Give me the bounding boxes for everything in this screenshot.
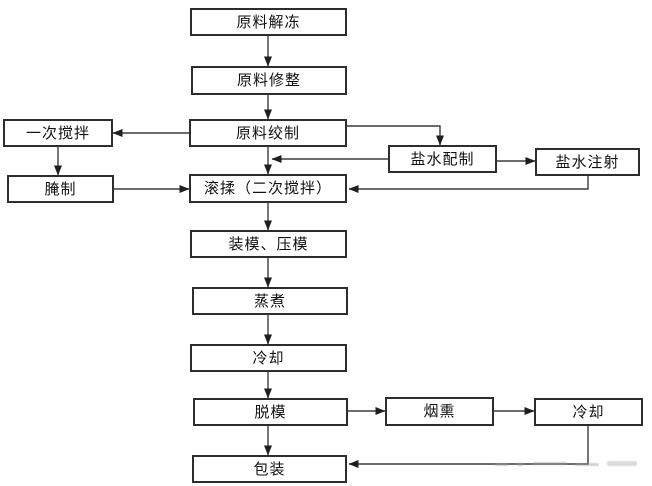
node-brine-prep: 盐水配制 bbox=[388, 145, 497, 173]
edge-inject-tumble bbox=[348, 176, 589, 193]
node-cool1: 冷却 bbox=[190, 344, 347, 372]
node-trim: 原料修整 bbox=[191, 66, 347, 95]
node-mix1: 一次搅拌 bbox=[3, 119, 113, 147]
node-smoke: 烟熏 bbox=[385, 397, 494, 426]
node-grind: 原料绞制 bbox=[189, 119, 347, 147]
node-brine-inject: 盐水注射 bbox=[535, 148, 640, 176]
edge-cool2-pack bbox=[348, 426, 589, 468]
node-cool2: 冷却 bbox=[534, 398, 643, 426]
node-thaw: 原料解冻 bbox=[190, 8, 347, 36]
node-tumble: 滚揉（二次搅拌） bbox=[189, 174, 347, 203]
node-cook: 蒸煮 bbox=[192, 287, 348, 315]
node-pack: 包装 bbox=[192, 455, 347, 483]
node-demold: 脱模 bbox=[193, 398, 348, 426]
node-cure: 腌制 bbox=[7, 175, 114, 203]
node-mold-press: 装模、压模 bbox=[190, 230, 347, 258]
edge-grind-brineprep bbox=[347, 125, 444, 146]
